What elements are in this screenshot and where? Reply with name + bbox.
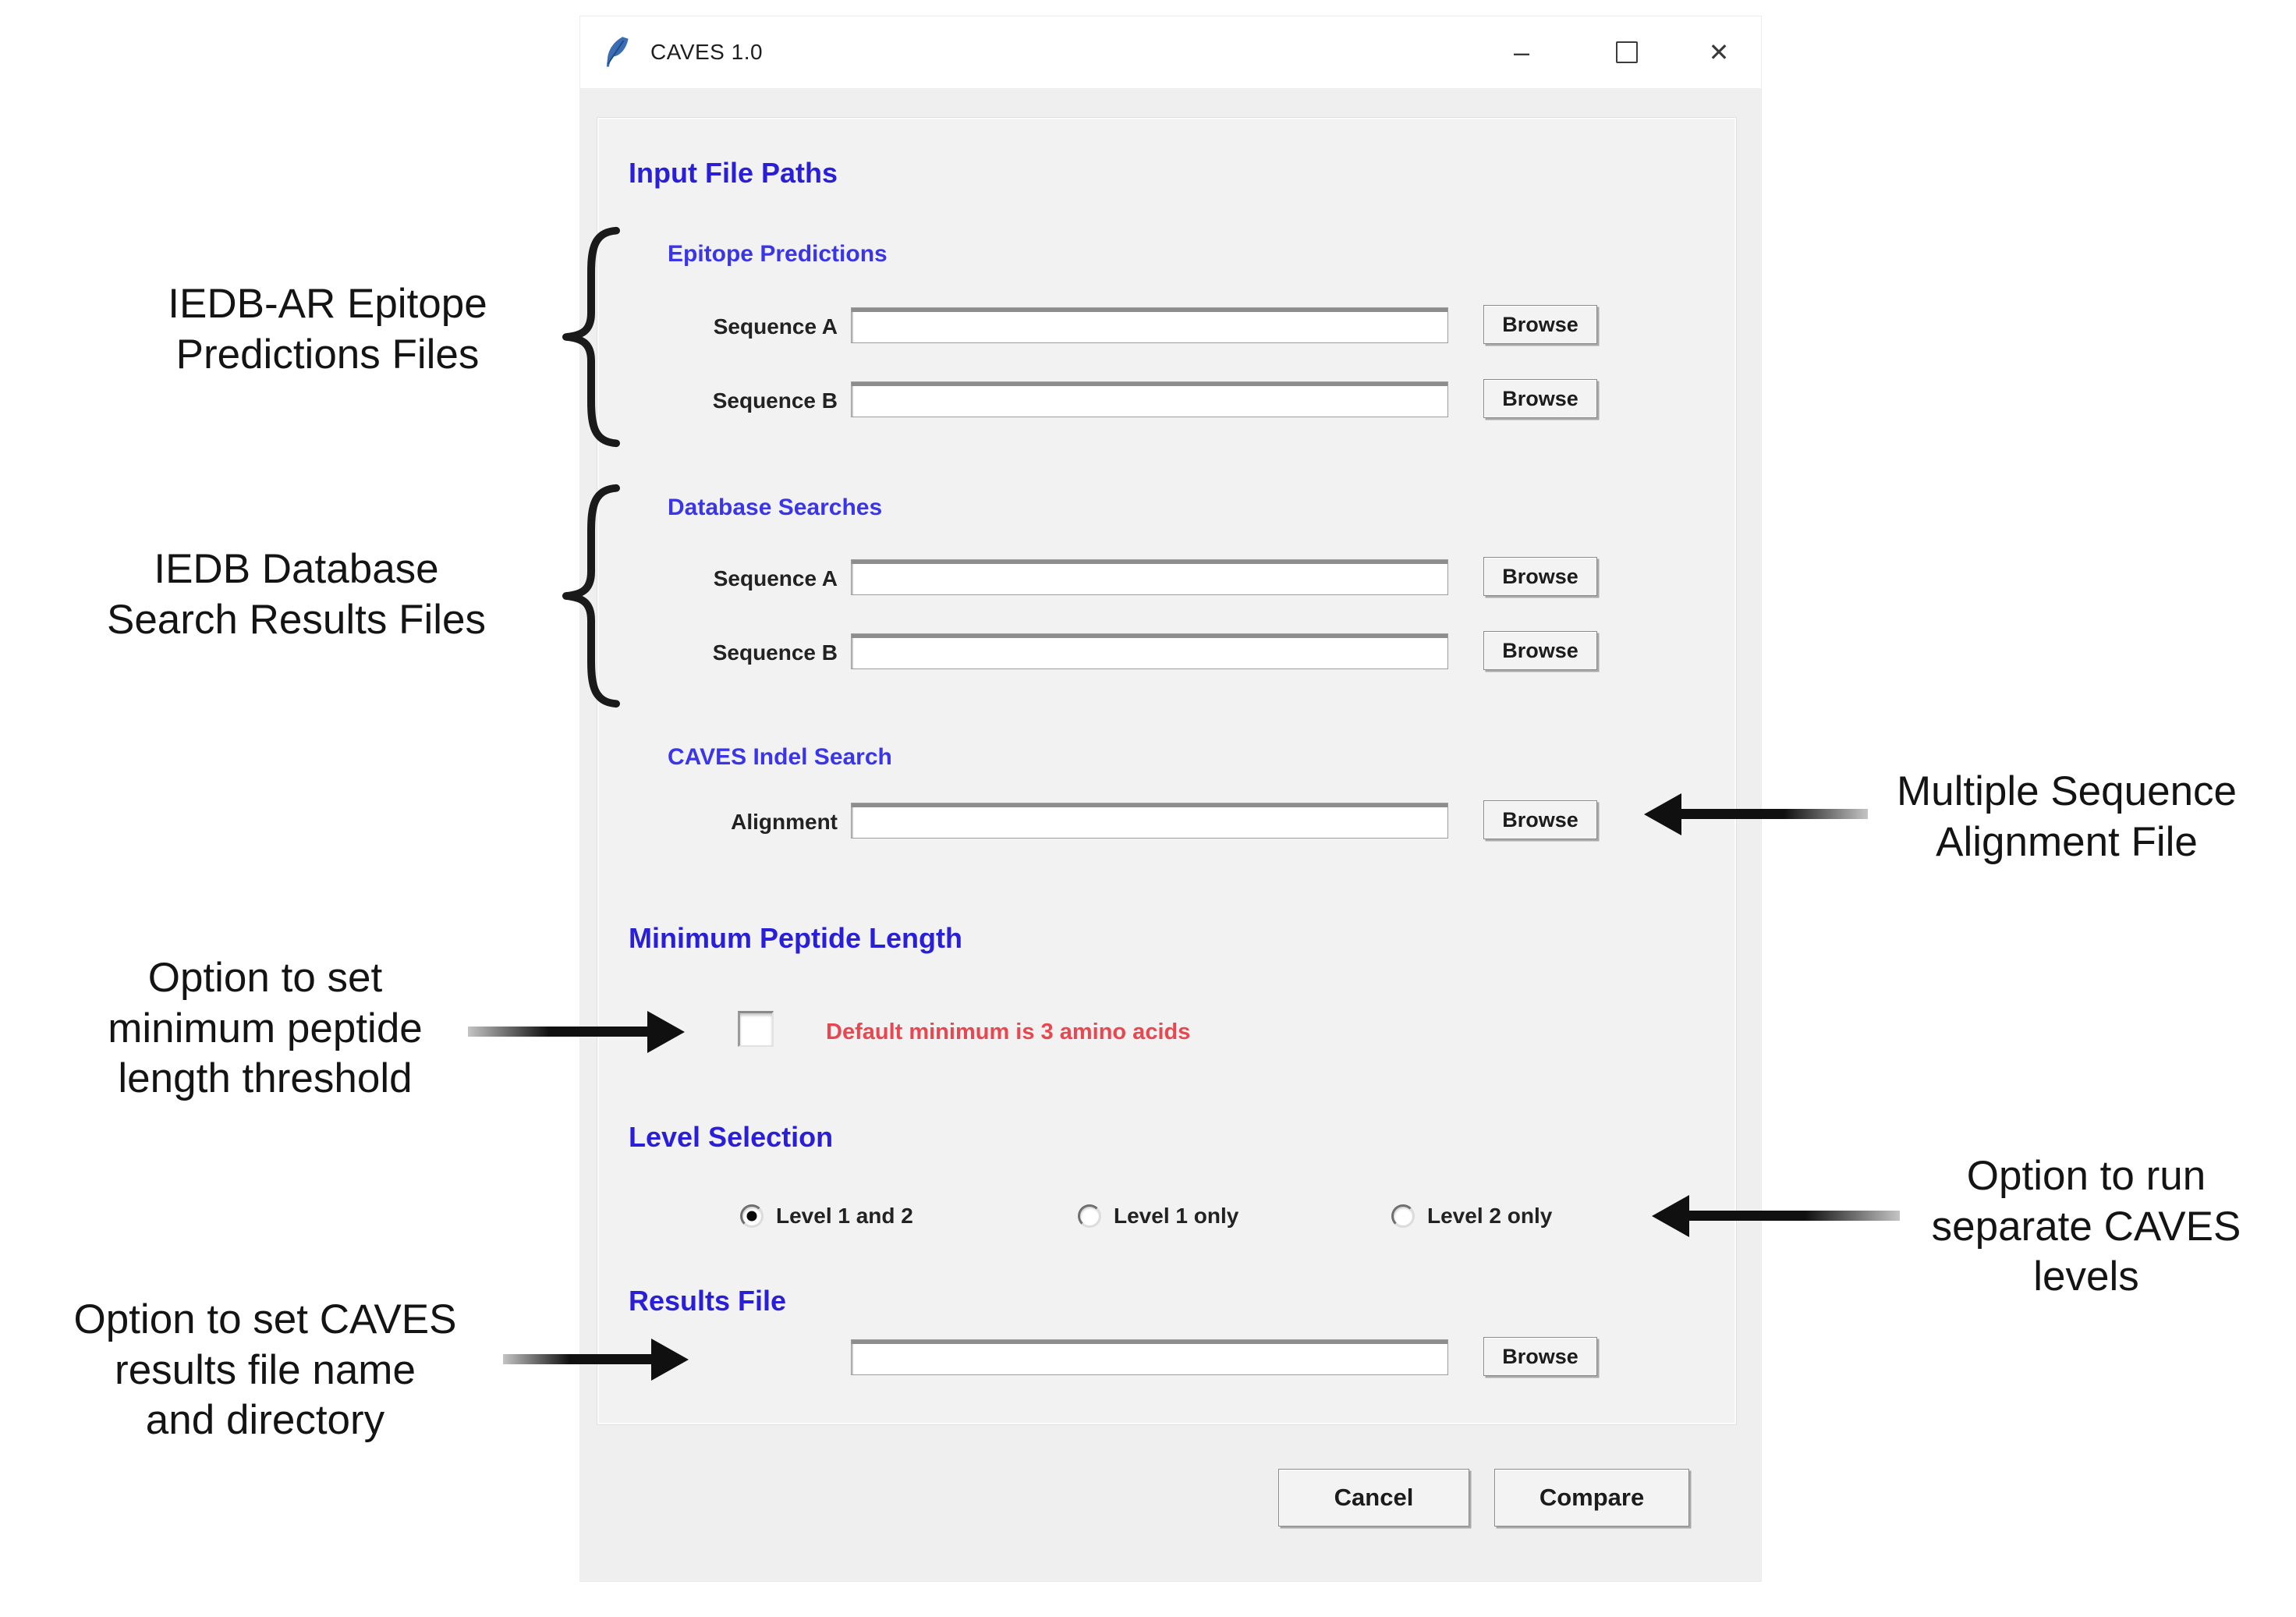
- annotation-results-file-option: Option to set CAVES results file name an…: [73, 1296, 457, 1444]
- database-sequence-b-label: Sequence B: [712, 640, 838, 665]
- database-sequence-a-input[interactable]: [851, 559, 1448, 595]
- epitope-sequence-a-label: Sequence A: [713, 314, 838, 339]
- titlebar: CAVES 1.0 – ✕: [580, 16, 1761, 88]
- radio-level-2-only[interactable]: Level 2 only: [1391, 1204, 1552, 1229]
- radio-level-1-and-2-label: Level 1 and 2: [776, 1204, 913, 1228]
- caves-app-window: CAVES 1.0 – ✕ Input File Paths Epitope P…: [579, 16, 1762, 1582]
- epitope-sequence-b-input[interactable]: [851, 381, 1448, 417]
- minimize-button[interactable]: –: [1486, 16, 1557, 88]
- annotation-min-peptide-option: Option to set minimum peptide length thr…: [108, 955, 423, 1102]
- results-file-input[interactable]: [851, 1339, 1448, 1375]
- database-sequence-a-browse-button[interactable]: Browse: [1483, 557, 1597, 596]
- annotation-msa-file: Multiple Sequence Alignment File: [1896, 768, 2238, 865]
- database-sequence-a-label: Sequence A: [713, 566, 838, 590]
- min-peptide-checkbox[interactable]: [738, 1011, 774, 1047]
- compare-button[interactable]: Compare: [1494, 1469, 1689, 1527]
- radio-level-2-only-icon: [1391, 1204, 1415, 1228]
- alignment-browse-button[interactable]: Browse: [1483, 800, 1597, 839]
- caves-indel-search-heading: CAVES Indel Search: [668, 744, 892, 770]
- arrow-msa-file-icon: [1681, 809, 1868, 819]
- maximize-icon: [1616, 41, 1638, 63]
- minimize-icon: –: [1513, 36, 1530, 68]
- arrow-min-peptide-icon: [468, 1027, 647, 1037]
- epitope-predictions-heading: Epitope Predictions: [668, 241, 888, 267]
- arrow-levels-icon: [1689, 1211, 1900, 1221]
- close-icon: ✕: [1708, 38, 1730, 66]
- annotation-levels-option: Option to run separate CAVES levels: [1931, 1153, 2241, 1300]
- input-file-paths-heading: Input File Paths: [629, 157, 838, 189]
- annotation-epitope-predictions-files: IEDB-AR Epitope Predictions Files: [168, 281, 487, 378]
- minimum-peptide-length-heading: Minimum Peptide Length: [629, 922, 962, 954]
- cancel-button[interactable]: Cancel: [1278, 1469, 1469, 1527]
- level-selection-heading: Level Selection: [629, 1121, 834, 1153]
- results-file-browse-button[interactable]: Browse: [1483, 1337, 1597, 1376]
- annotation-database-search-files: IEDB Database Search Results Files: [106, 546, 486, 643]
- radio-level-1-and-2[interactable]: Level 1 and 2: [740, 1204, 913, 1229]
- brace-epitope-icon: [562, 226, 620, 448]
- maximize-button[interactable]: [1592, 16, 1662, 88]
- database-searches-heading: Database Searches: [668, 495, 883, 520]
- min-peptide-note: Default minimum is 3 amino acids: [826, 1019, 1191, 1044]
- radio-level-1-only-label: Level 1 only: [1114, 1204, 1239, 1228]
- brace-database-icon: [562, 484, 620, 708]
- database-sequence-b-input[interactable]: [851, 633, 1448, 669]
- radio-level-2-only-label: Level 2 only: [1427, 1204, 1553, 1228]
- radio-level-1-only[interactable]: Level 1 only: [1078, 1204, 1238, 1229]
- arrow-results-file-icon: [503, 1354, 651, 1364]
- close-button[interactable]: ✕: [1684, 16, 1754, 88]
- radio-level-1-only-icon: [1078, 1204, 1101, 1228]
- epitope-sequence-b-label: Sequence B: [712, 388, 838, 413]
- epitope-sequence-a-input[interactable]: [851, 307, 1448, 343]
- alignment-label: Alignment: [731, 810, 838, 834]
- alignment-input[interactable]: [851, 803, 1448, 839]
- radio-level-1-and-2-icon: [740, 1204, 764, 1228]
- epitope-sequence-a-browse-button[interactable]: Browse: [1483, 305, 1597, 344]
- tk-feather-app-icon: [606, 37, 629, 67]
- epitope-sequence-b-browse-button[interactable]: Browse: [1483, 379, 1597, 418]
- results-file-heading: Results File: [629, 1285, 787, 1317]
- database-sequence-b-browse-button[interactable]: Browse: [1483, 631, 1597, 670]
- window-title: CAVES 1.0: [650, 40, 764, 64]
